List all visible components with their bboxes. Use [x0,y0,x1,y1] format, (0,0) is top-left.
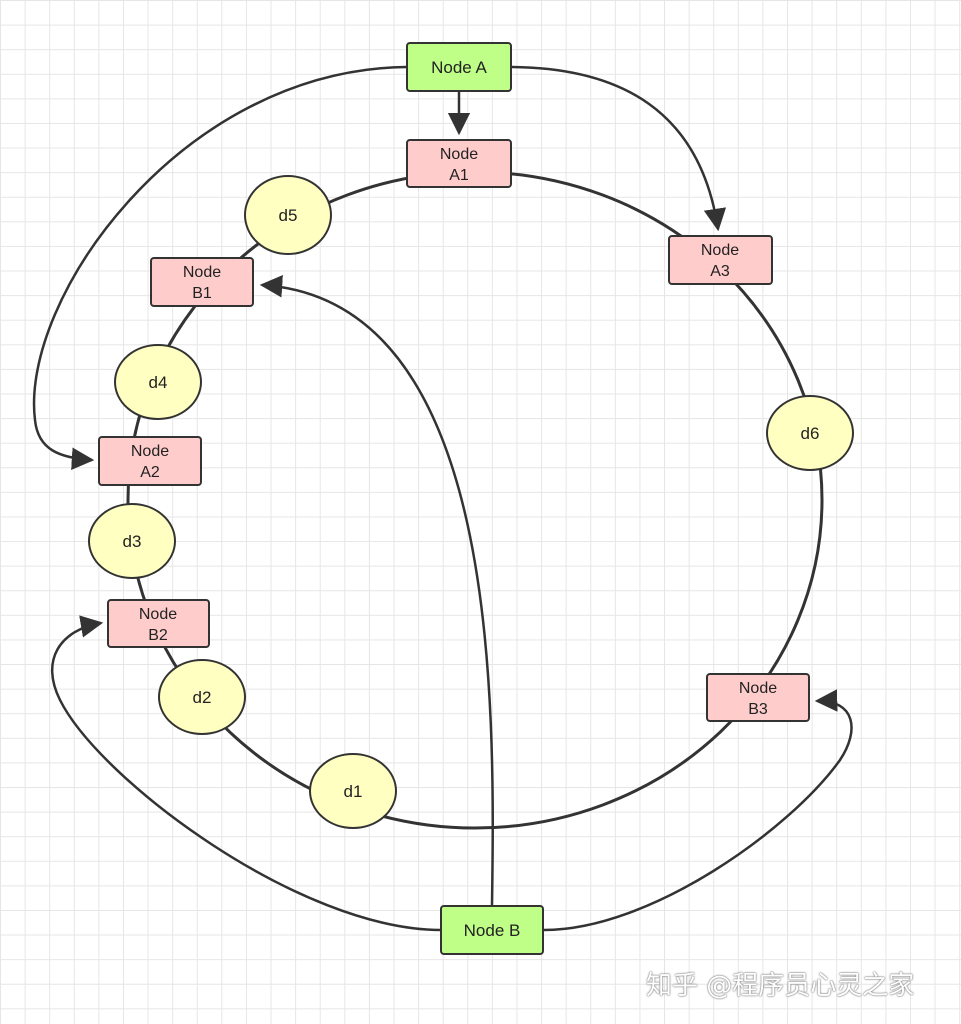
data-item-d1: d1 [309,753,397,829]
data-item-d4: d4 [114,344,202,420]
virtual-node-a2-label-line2: A2 [140,464,160,481]
edge-a-to-a3 [511,65,727,232]
virtual-node-b3-label-line1: Node [739,680,777,697]
primary-node-a-label: Node A [431,58,487,77]
data-item-d5-label: d5 [279,206,298,225]
virtual-node-b3: Node B3 [706,673,810,722]
edge-a-to-a2 [32,65,407,470]
virtual-node-a1-label-line1: Node [440,146,478,163]
virtual-node-a3-label-line2: A3 [710,263,730,280]
primary-node-a: Node A [406,42,512,92]
virtual-node-b1: Node B1 [150,257,254,307]
virtual-node-a1-label-line2: A1 [449,167,469,184]
data-item-d6: d6 [766,395,854,471]
virtual-node-b2-label-line1: Node [139,606,177,623]
virtual-node-b3-label-line2: B3 [748,701,768,718]
edge-b-to-b3 [543,689,853,932]
edge-b-to-b1 [259,275,494,906]
virtual-node-a2-label-line1: Node [131,443,169,460]
primary-node-b-label: Node B [464,921,521,940]
data-item-d1-label: d1 [344,782,363,801]
primary-node-b: Node B [440,905,544,955]
virtual-node-b2: Node B2 [107,599,210,648]
data-item-d4-label: d4 [149,373,168,392]
virtual-node-b1-label-line1: Node [183,264,221,281]
edge-b-to-b2 [50,615,442,932]
virtual-node-a3-label-line1: Node [701,242,739,259]
virtual-node-a3: Node A3 [668,235,773,285]
virtual-node-a1: Node A1 [406,139,512,188]
edges [32,65,853,932]
data-item-d3-label: d3 [123,532,142,551]
watermark: 知乎 @程序员心灵之家 [646,971,915,1001]
virtual-node-b2-label-line2: B2 [148,627,168,644]
virtual-node-a2: Node A2 [98,436,202,486]
data-item-d5: d5 [244,175,332,255]
data-item-d6-label: d6 [801,424,820,443]
data-item-d3: d3 [88,503,176,579]
virtual-node-b1-label-line2: B1 [192,285,212,302]
data-item-d2: d2 [158,659,246,735]
data-item-d2-label: d2 [193,688,212,707]
